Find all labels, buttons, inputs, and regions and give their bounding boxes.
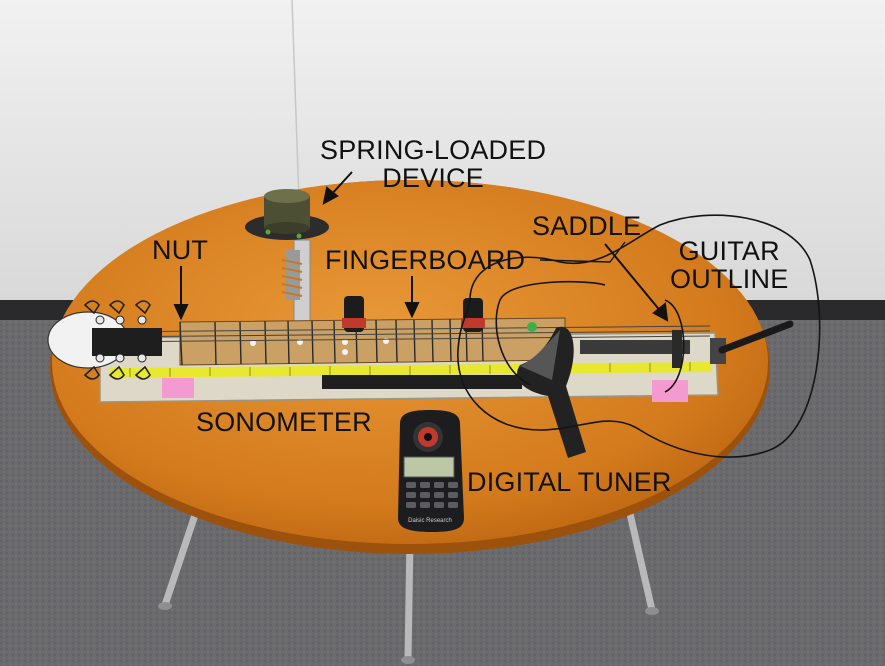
saddle [672,320,794,368]
table-legs [161,496,656,662]
label-saddle: SADDLE [532,211,642,241]
label-guitar-outline: GUITAR OUTLINE [670,237,788,294]
bridge-handle [516,326,586,458]
annotation-arrows [173,171,669,322]
label-spring-loaded-line1: SPRING-LOADED [320,135,547,165]
label-nut: NUT [152,235,209,265]
label-spring-loaded-device: SPRING-LOADED DEVICE [320,136,546,193]
green-peg [527,322,537,332]
sticky-note-right [652,380,688,402]
label-spring-loaded-line2: DEVICE [382,163,484,194]
digital-tuner: Daisic Research [398,410,464,532]
label-guitar-line1: GUITAR [678,236,780,266]
label-sonometer: SONOMETER [196,407,372,437]
arrow-saddle [604,243,663,314]
guitar-outline [457,214,821,458]
label-guitar-line2: OUTLINE [670,264,789,295]
label-fingerboard: FINGERBOARD [325,245,526,275]
arrow-spring-device [329,171,353,197]
label-digital-tuner: DIGITAL TUNER [467,467,672,497]
guitar-head [47,300,162,380]
sticky-note-left [162,378,194,398]
tuner-brand: Daisic Research [408,518,452,524]
